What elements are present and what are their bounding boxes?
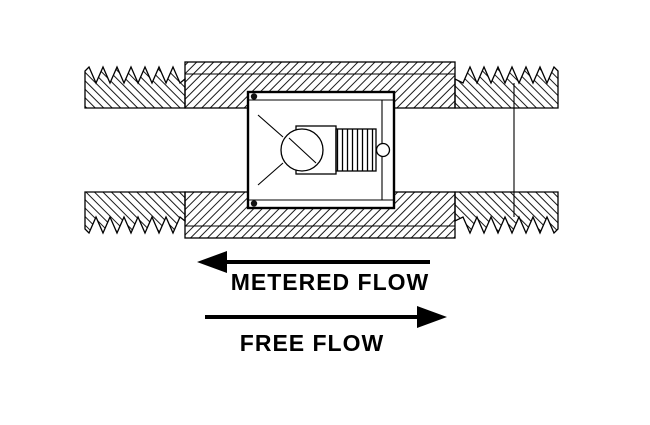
free-flow-arrowhead xyxy=(417,306,447,328)
metered-flow-arrow xyxy=(197,251,430,273)
left-threaded-end xyxy=(84,65,186,235)
left-thread-bottom-wall xyxy=(84,191,186,235)
metered-flow-arrowhead xyxy=(197,251,227,273)
poppet-section-line xyxy=(288,137,317,164)
right-threaded-end xyxy=(454,65,559,235)
seal-ring-upper xyxy=(250,93,258,100)
spring xyxy=(335,128,377,172)
seat-line-upper xyxy=(257,114,284,138)
check-cartridge xyxy=(246,90,396,210)
left-thread-top-wall xyxy=(84,65,186,109)
right-thread-bottom-wall xyxy=(454,191,559,235)
metered-flow-label: METERED FLOW xyxy=(231,269,430,295)
orifice-ball xyxy=(375,142,391,158)
free-flow-arrow xyxy=(205,306,447,328)
free-flow-label: FREE FLOW xyxy=(240,330,384,356)
seat-line-lower xyxy=(257,162,284,186)
seal-ring-lower xyxy=(250,200,258,207)
right-thread-top-wall xyxy=(454,65,559,109)
